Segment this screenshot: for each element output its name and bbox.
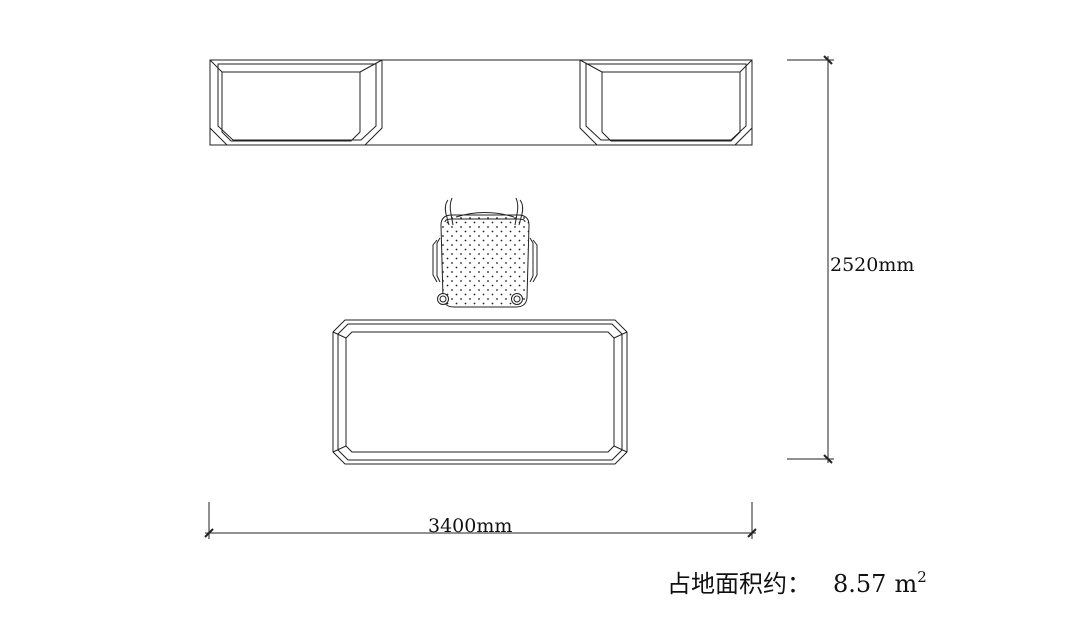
desk	[332, 319, 628, 465]
cabinet-right-drawer	[579, 59, 753, 146]
chair-arm-left	[432, 239, 438, 283]
area-label: 占地面积约：	[667, 570, 811, 598]
chair	[432, 197, 538, 308]
area-annotation: 占地面积约： 8.57 m2	[667, 568, 927, 598]
cabinet-left-drawer	[209, 59, 383, 146]
back-cabinet	[209, 59, 753, 146]
chair-back-left	[444, 199, 450, 226]
chair-caster-left	[437, 293, 449, 305]
chair-arm-right	[532, 239, 538, 283]
width-dimension	[204, 502, 757, 539]
area-unit: m	[894, 570, 917, 598]
chair-back-right	[518, 199, 524, 226]
chair-seat	[440, 214, 530, 308]
height-label: 2520mm	[830, 254, 914, 276]
chair-caster-right	[511, 293, 523, 305]
width-label: 3400mm	[428, 515, 512, 537]
cabinet-outline	[209, 59, 753, 146]
height-dimension	[787, 55, 834, 464]
area-exponent: 2	[917, 568, 927, 586]
area-value: 8.57	[833, 570, 886, 598]
